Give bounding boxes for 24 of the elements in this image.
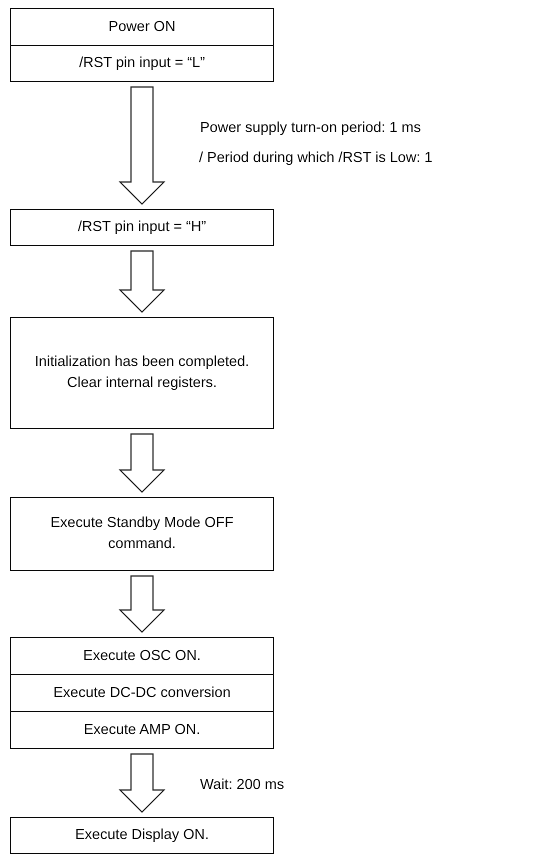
process-box xyxy=(10,8,274,82)
block-arrow xyxy=(118,433,166,493)
step-text: Clear internal registers. xyxy=(66,374,218,393)
step-text: Execute DC-DC conversion xyxy=(53,685,231,701)
note-text: Wait: 200 ms xyxy=(200,777,284,794)
step-text: /RST pin input = “L” xyxy=(79,55,205,72)
process-box xyxy=(10,637,274,749)
block-arrow xyxy=(118,250,166,313)
process-box xyxy=(10,317,274,429)
step-text: Power ON xyxy=(108,18,176,35)
note-text: Power supply turn-on period: 1 ms xyxy=(200,120,421,138)
note-text: / Period during which /RST is Low: 1 xyxy=(199,150,432,168)
process-box xyxy=(10,209,274,246)
step-text: Execute Display ON. xyxy=(74,826,210,845)
step-text: Execute AMP ON. xyxy=(84,722,200,738)
block-arrow xyxy=(118,753,166,813)
process-box xyxy=(10,497,274,571)
block-arrow xyxy=(118,575,166,633)
step-text: Initialization has been completed. xyxy=(34,352,250,372)
block-arrow xyxy=(118,86,166,205)
step-text: /RST pin input = “H” xyxy=(76,218,208,237)
step-text: Execute Standby Mode OFF command. xyxy=(50,514,234,554)
process-box xyxy=(10,817,274,854)
step-text: Execute OSC ON. xyxy=(83,648,201,664)
